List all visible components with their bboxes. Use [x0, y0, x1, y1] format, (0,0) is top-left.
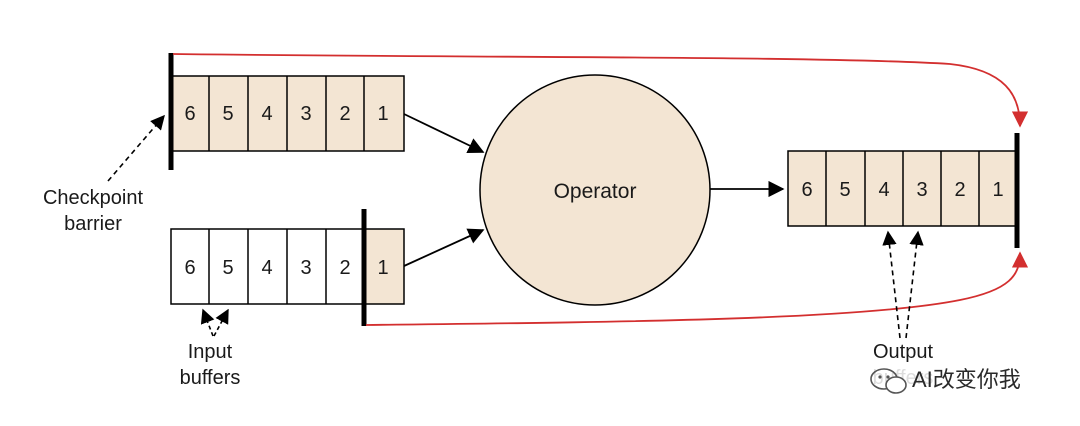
checkpoint-label-line2: barrier [64, 213, 122, 235]
top-to-operator-arrow [403, 113, 485, 153]
output-cell: 6 [801, 179, 812, 201]
top-cell: 1 [377, 103, 388, 125]
output-cell: 4 [878, 179, 889, 201]
input-pointer-arrow-left [200, 308, 215, 337]
bottom-input-buffer: 6 5 4 3 2 1 [170, 228, 405, 305]
watermark: AI改变你我 [864, 364, 1048, 394]
top-cell: 4 [261, 103, 272, 125]
input-label-line1: Input [188, 341, 233, 363]
bottom-to-operator-arrow [403, 228, 485, 267]
output-cell: 2 [954, 179, 965, 201]
top-cell: 3 [300, 103, 311, 125]
top-cell: 6 [184, 103, 195, 125]
input-pointer-arrow-right [213, 308, 229, 337]
bottom-barrier-forward-arrow [365, 251, 1029, 326]
bottom-cell: 1 [377, 257, 388, 279]
output-pointer-arrow-right [905, 230, 924, 339]
wechat-icon [870, 368, 907, 394]
checkpoint-pointer-arrow [107, 114, 165, 182]
bottom-cell: 4 [261, 257, 272, 279]
output-label-line1: Output [873, 341, 933, 363]
top-cell: 2 [339, 103, 350, 125]
watermark-text: AI改变你我 [912, 367, 1021, 392]
output-pointer-arrow-left [882, 230, 901, 339]
top-cell: 5 [222, 103, 233, 125]
bottom-cell: 2 [339, 257, 350, 279]
output-cell: 1 [992, 179, 1003, 201]
checkpoint-label-line1: Checkpoint [43, 187, 144, 209]
bottom-cell: 3 [300, 257, 311, 279]
operator-circle [479, 74, 711, 306]
operator-label: Operator [554, 180, 637, 203]
output-cell: 3 [916, 179, 927, 201]
bottom-cell: 6 [184, 257, 195, 279]
output-cell: 5 [839, 179, 850, 201]
top-input-buffer: 6 5 4 3 2 1 [170, 75, 405, 152]
input-label-line2: buffers [180, 367, 241, 389]
output-buffer: 6 5 4 3 2 1 [787, 150, 1018, 227]
bottom-cell: 5 [222, 257, 233, 279]
top-barrier-forward-arrow [172, 53, 1029, 128]
